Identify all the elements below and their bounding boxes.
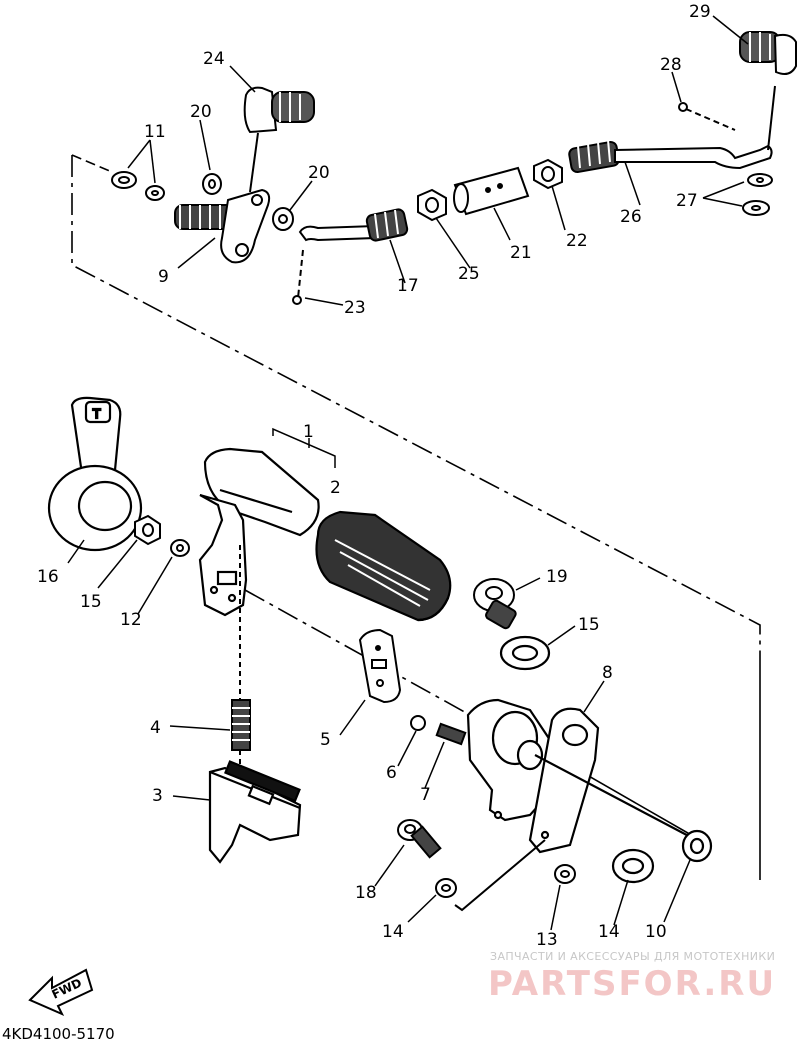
label-part-10: 10 xyxy=(645,922,667,942)
part-12-washer xyxy=(170,539,190,557)
part-8-shift-arm xyxy=(466,698,701,854)
part-7-bolt xyxy=(435,722,467,746)
fwd-arrow-icon: FWD xyxy=(28,968,94,1017)
part-4-spring xyxy=(231,545,251,776)
part-21-pin xyxy=(292,249,304,305)
label-part-28: 28 xyxy=(660,55,682,75)
label-part-18: 18 xyxy=(355,883,377,903)
drawing-code: 4KD4100-5170 xyxy=(2,1025,115,1043)
watermark-brand: PARTSFOR.RU xyxy=(488,964,776,1004)
label-part-8: 8 xyxy=(602,663,613,683)
label-part-27: 27 xyxy=(676,191,698,211)
label-part-22: 24 xyxy=(203,49,225,69)
label-part-7: 7 xyxy=(420,785,431,805)
part-25-nut xyxy=(417,188,447,222)
part-18-bolt xyxy=(397,819,442,859)
label-part-3: 3 xyxy=(152,786,163,806)
label-part-16: 16 xyxy=(37,567,59,587)
label-part-2: 2 xyxy=(330,478,341,498)
part-15-washer-lower xyxy=(611,848,655,884)
label-part-15-upper: 15 xyxy=(578,615,600,635)
part-5-plate xyxy=(358,628,402,704)
assembly-lines xyxy=(71,154,761,880)
label-part-15-lower: 14 xyxy=(598,922,620,942)
label-part-23: 21 xyxy=(510,243,532,263)
label-part-12: 12 xyxy=(120,610,142,630)
part-26-shift-rod xyxy=(568,139,773,174)
label-part-29: 29 xyxy=(689,2,711,22)
label-part-21: 23 xyxy=(344,298,366,318)
part-13-nut xyxy=(134,514,161,546)
label-part-14-left: 14 xyxy=(382,922,404,942)
label-part-20-upper: 20 xyxy=(190,102,212,122)
part-9-shift-shaft xyxy=(174,188,271,264)
label-part-14-right: 13 xyxy=(536,930,558,950)
part-labels: 29 24 28 20 11 20 27 26 22 21 9 25 17 23… xyxy=(37,2,711,950)
part-3-bracket xyxy=(208,760,302,864)
part-23-joint xyxy=(453,166,530,216)
label-part-5: 5 xyxy=(320,730,331,750)
part-11-washers xyxy=(111,171,165,201)
part-2-pedal-rubber xyxy=(315,510,452,622)
label-part-19: 17 xyxy=(397,276,419,296)
label-part-24: 22 xyxy=(566,231,588,251)
part-16-cover-clamp: T xyxy=(47,396,143,552)
label-part-26: 26 xyxy=(620,207,642,227)
label-part-25: 25 xyxy=(458,264,480,284)
part-27-washers xyxy=(742,173,773,216)
leader-lines xyxy=(67,15,749,931)
part-17-bolt xyxy=(473,578,517,630)
watermark-tagline: ЗАПЧАСТИ И АКСЕССУАРЫ ДЛЯ МОТОТЕХНИКИ xyxy=(490,950,775,963)
part-28-pin xyxy=(678,102,736,131)
label-part-20-lower: 20 xyxy=(308,163,330,183)
part-29-rod-end xyxy=(739,31,797,151)
part-10-washer xyxy=(681,829,713,863)
part-14-washers xyxy=(435,839,576,912)
part-15-washer-upper xyxy=(499,635,551,671)
label-part-11: 11 xyxy=(144,122,166,142)
part-19-shift-rod xyxy=(298,208,409,242)
part-22-rod-end xyxy=(243,86,315,193)
watermark: ЗАПЧАСТИ И АКСЕССУАРЫ ДЛЯ МОТОТЕХНИКИ PA… xyxy=(488,950,776,1004)
label-part-4: 4 xyxy=(150,718,161,738)
label-part-17: 19 xyxy=(546,567,568,587)
label-part-1: 1 xyxy=(303,422,314,442)
label-part-6: 6 xyxy=(386,763,397,783)
part-6-ball xyxy=(410,715,426,731)
svg-text:T: T xyxy=(92,407,101,421)
part-20-washers xyxy=(202,173,294,231)
part-24-nut xyxy=(533,158,563,190)
label-part-9: 9 xyxy=(158,267,169,287)
part-1-shift-pedal xyxy=(198,447,320,617)
label-part-13: 15 xyxy=(80,592,102,612)
